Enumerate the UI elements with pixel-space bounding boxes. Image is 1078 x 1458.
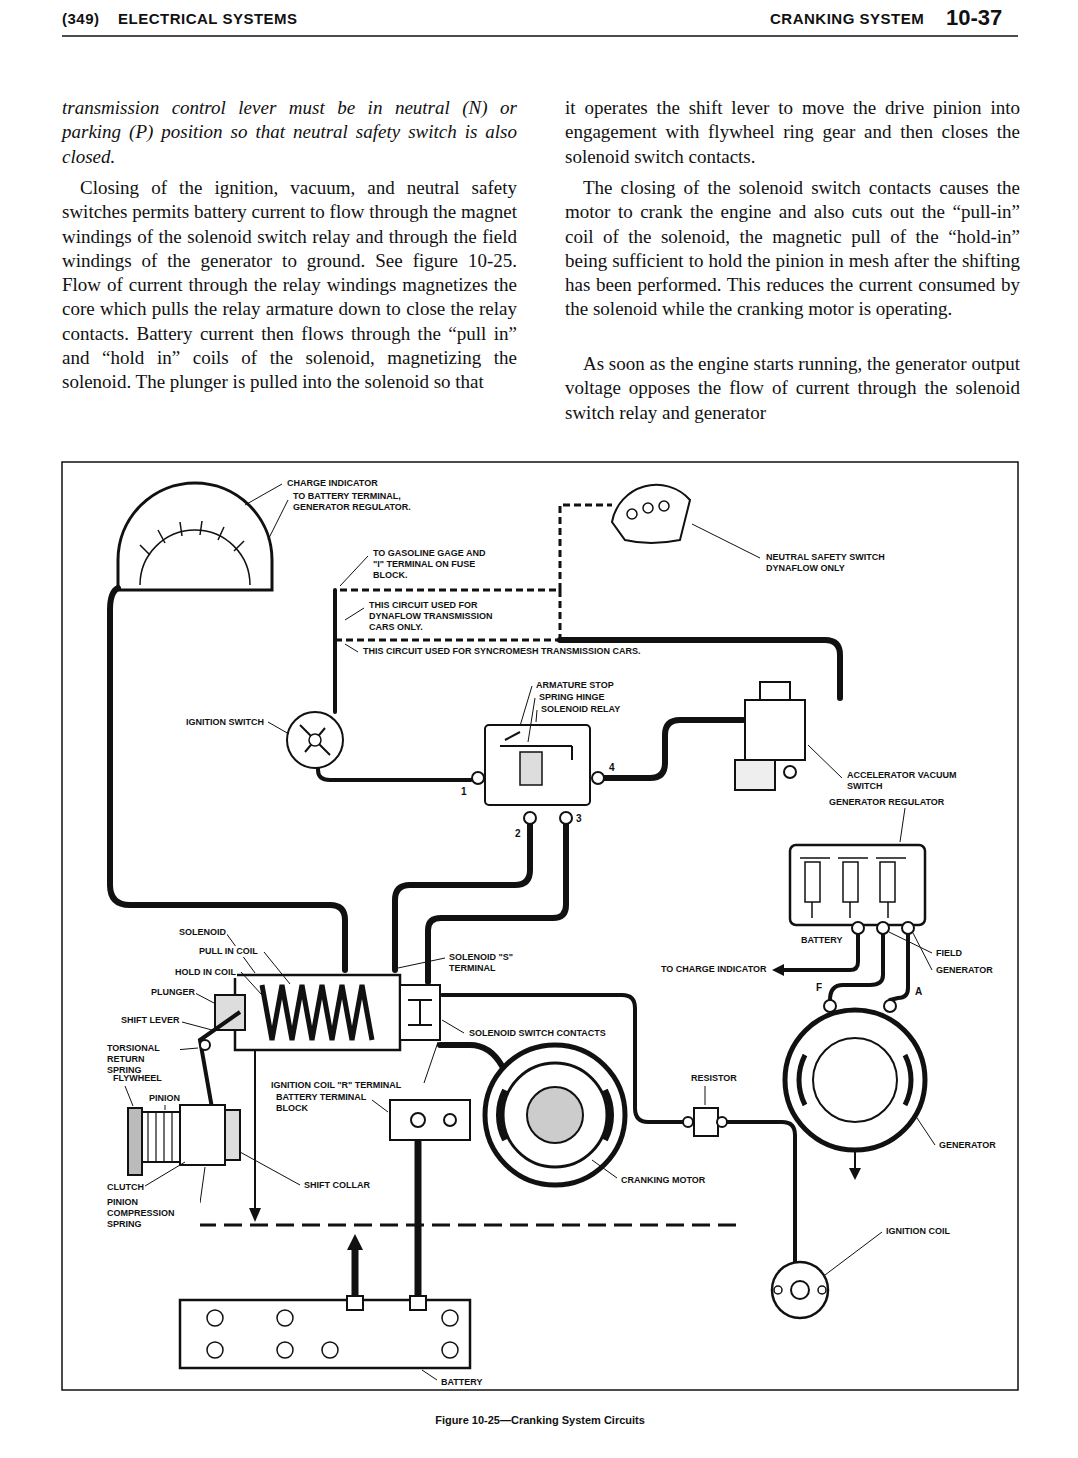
callout-label: TO GASOLINE GAGE AND "I" TERMINAL ON FUS… — [372, 548, 492, 581]
callout-label: THIS CIRCUIT USED FOR SYNCROMESH TRANSMI… — [362, 646, 654, 657]
callout-label: SOLENOID SWITCH CONTACTS — [468, 1028, 607, 1039]
paragraph: transmission control lever must be in ne… — [62, 96, 517, 169]
callout-label: RESISTOR — [690, 1073, 738, 1084]
callout-label: THIS CIRCUIT USED FOR DYNAFLOW TRANSMISS… — [368, 600, 500, 633]
paragraph: As soon as the engine starts running, th… — [565, 352, 1020, 425]
terminal-number: 1 — [460, 786, 468, 797]
callout-label: BATTERY — [440, 1377, 484, 1388]
callout-label: BATTERY — [800, 935, 844, 946]
callout-label: GENERATOR REGULATOR — [828, 797, 945, 808]
callout-label: TO CHARGE INDICATOR — [660, 964, 768, 975]
callout-label: SHIFT LEVER — [120, 1015, 181, 1026]
callout-label: ARMATURE STOP — [535, 680, 615, 691]
page-number: (349) — [62, 10, 100, 27]
terminal-number: 4 — [608, 762, 616, 773]
callout-label: PINION COMPRESSION SPRING — [106, 1197, 200, 1230]
figure-caption: Figure 10-25—Cranking System Circuits — [62, 1414, 1018, 1426]
callout-label: SOLENOID — [178, 927, 227, 938]
callout-label: FLYWHEEL — [112, 1073, 163, 1084]
callout-label: IGNITION COIL "R" TERMINAL — [270, 1080, 402, 1091]
callout-label: PULL IN COIL — [198, 946, 259, 957]
callout-label: ACCELERATOR VACUUM SWITCH — [846, 770, 968, 792]
callout-label: BATTERY TERMINAL BLOCK — [275, 1092, 372, 1114]
callout-label: GENERATOR — [938, 1140, 997, 1151]
page-number: 10-37 — [946, 5, 1002, 31]
terminal-number: 2 — [514, 828, 522, 839]
callout-label: SOLENOID "S" TERMINAL — [448, 952, 535, 974]
callout-label: CHARGE INDICATOR — [286, 478, 379, 489]
callout-label: TORSIONAL RETURN SPRING — [106, 1043, 180, 1076]
callout-label: SHIFT COLLAR — [303, 1180, 371, 1191]
callout-label: SPRING HINGE — [538, 692, 606, 703]
terminal-letter: F — [815, 982, 823, 993]
terminal-number: 3 — [575, 813, 583, 824]
callout-label: SOLENOID RELAY — [540, 704, 621, 715]
callout-label: TO BATTERY TERMINAL, GENERATOR REGULATOR… — [292, 491, 419, 513]
callout-label: IGNITION COIL — [885, 1226, 951, 1237]
callout-label: PINION — [148, 1093, 181, 1104]
callout-label: PLUNGER — [150, 987, 196, 998]
callout-label: GENERATOR — [935, 965, 994, 976]
section-header: CRANKING SYSTEM — [770, 10, 924, 27]
callout-label: CRANKING MOTOR — [620, 1175, 706, 1186]
callout-label: CLUTCH — [106, 1182, 145, 1193]
section-header: ELECTRICAL SYSTEMS — [118, 10, 298, 27]
paragraph: it operates the shift lever to move the … — [565, 96, 1020, 169]
callout-label: HOLD IN COIL — [174, 967, 237, 978]
callout-label: FIELD — [935, 948, 963, 959]
paragraph: Closing of the ignition, vacuum, and neu… — [62, 176, 517, 395]
callout-label: IGNITION SWITCH — [185, 717, 265, 728]
paragraph: The closing of the solenoid switch conta… — [565, 176, 1020, 322]
terminal-letter: A — [914, 986, 923, 997]
callout-label: NEUTRAL SAFETY SWITCH DYNAFLOW ONLY — [765, 552, 907, 574]
